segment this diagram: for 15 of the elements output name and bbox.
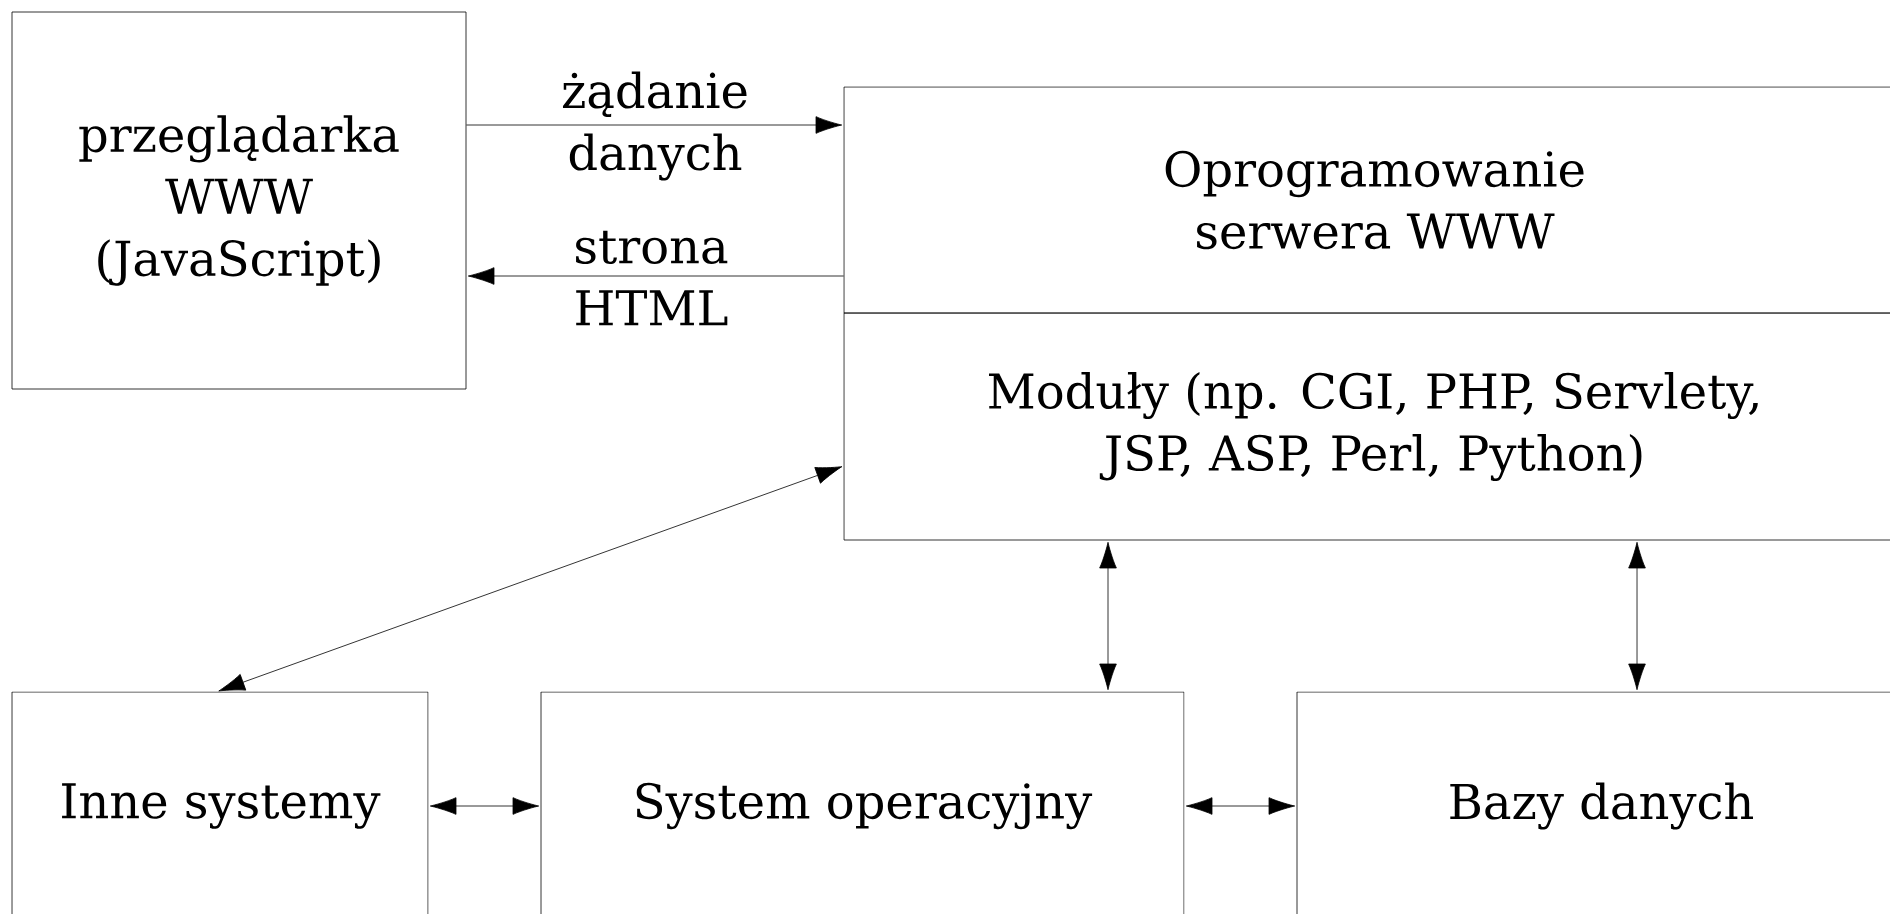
arrow [467,267,844,285]
arrow [218,466,843,692]
process-box: Moduły (np. CGI, PHP, Servlety, JSP, ASP, Perl, Python) [843,312,1890,541]
process-box: System operacyjny [540,691,1185,914]
process-box: Bazy danych [1296,691,1890,914]
arrow [1185,797,1296,815]
arrow [466,116,843,134]
process-box: Oprogramowanie serwera WWW [843,86,1890,314]
arrow [1099,541,1117,691]
edge-label: strona HTML [576,230,728,326]
edge-label: żądanie danych [563,71,747,181]
arrow [429,797,540,815]
process-box: przeglądarka WWW (JavaScript) [11,11,467,390]
process-box: Inne systemy [11,691,429,914]
arrow [1628,541,1646,691]
